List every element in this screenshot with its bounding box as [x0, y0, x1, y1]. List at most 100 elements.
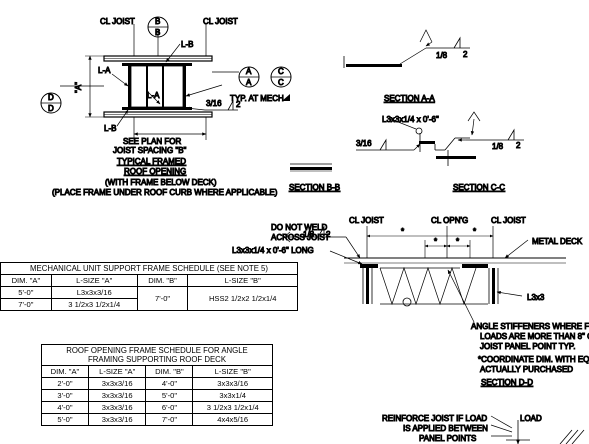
reinforce-note-2: IS APPLIED BETWEEN: [403, 424, 488, 433]
section-bb-title: SECTION B-B: [289, 183, 340, 192]
section-dd-angle-label: L3x3x1/4 x 0'-6" LONG: [232, 246, 314, 255]
table-cell: 3x3x3/16: [87, 377, 147, 390]
table-cell: L3x3x3/16: [50, 286, 138, 299]
reinforce-note-1: REINFORCE JOIST IF LOAD: [382, 414, 487, 423]
table-cell: 3x3x1/4: [192, 389, 273, 402]
roof-schedule-title-line-2: FRAMING SUPPORTING ROOF DECK: [87, 355, 227, 364]
header-cell: DIM. "A": [41, 365, 89, 378]
cl-joist-right-label: CL JOIST: [203, 17, 238, 26]
typical-framed-title: TYPICAL FRAMED: [117, 157, 186, 166]
table-cell: 4x4x5/16: [192, 413, 273, 426]
with-frame-note: (WITH FRAME BELOW DECK): [105, 178, 217, 187]
section-cc-angle-label: L3x3x1/4 x 0'-6": [382, 115, 439, 124]
dim-a-label: "A": [74, 82, 83, 93]
table-cell: 7'-0": [0, 298, 52, 311]
place-frame-note: (PLACE FRAME UNDER ROOF CURB WHERE APPLI…: [52, 188, 278, 197]
table-cell: 5'-0": [41, 413, 89, 426]
section-d-bubble-top: D: [48, 93, 54, 102]
coord-star-4: *: [456, 237, 459, 246]
coordinate-note-1: *COORDINATE DIM. WITH EQUIPMENT: [478, 355, 589, 364]
table-cell: 3x3x3/16: [192, 377, 273, 390]
see-plan-label-2: JOIST SPACING "B": [113, 146, 187, 155]
header-cell: L-SIZE "A": [50, 274, 138, 287]
coord-star-1: *: [401, 227, 404, 236]
load-label: LOAD: [520, 414, 542, 423]
section-aa-drawing: [343, 29, 470, 68]
header-cell: L-SIZE "B": [192, 365, 273, 378]
roof-opening-plan: [40, 16, 292, 140]
see-plan-label-1: SEE PLAN FOR: [123, 137, 181, 146]
section-aa-title: SECTION A-A: [384, 94, 435, 103]
table-cell: 3 1/2x3 1/2x1/4: [50, 298, 138, 311]
mech-frame-schedule: MECHANICAL UNIT SUPPORT FRAME SCHEDULE (…: [0, 262, 298, 311]
do-not-weld-label-1: DO NOT WELD: [271, 223, 328, 232]
table-cell: 3x3x3/16: [87, 413, 147, 426]
metal-deck-label: METAL DECK: [532, 237, 583, 246]
table-cell: 6'-0": [145, 401, 194, 414]
table-cell: 5'-0": [145, 389, 194, 402]
table-row: 3'-0" 3x3x3/16 5'-0" 3x3x1/4: [41, 389, 273, 402]
coordinate-note-2: ACTUALLY PURCHASED: [480, 365, 573, 374]
stiffener-note-1: ANGLE STIFFENERS WHERE FRAME: [471, 322, 589, 331]
table-cell: 3x3x3/16: [87, 401, 147, 414]
do-not-weld-label-2: ACROSS JOIST: [271, 233, 330, 242]
la-left-label: L-A: [98, 66, 111, 75]
table-row: 5'-0" 3x3x3/16 7'-0" 4x4x5/16: [41, 413, 273, 426]
mech-schedule-header-row: DIM. "A" L-SIZE "A" DIM. "B" L-SIZE "B": [0, 274, 298, 287]
section-c-bubble-top: C: [278, 67, 284, 76]
table-row: 5'-0" L3x3x3/16 7'-0" HSS2 1/2x2 1/2x1/4: [0, 286, 298, 311]
weld-length-label: 2: [236, 100, 241, 109]
section-a-bubble-top: A: [246, 67, 252, 76]
section-a-bubble-bottom: A: [246, 78, 252, 87]
weld-size-label: 3/16: [206, 99, 222, 108]
section-dd-drawing: [283, 225, 566, 323]
header-cell: DIM. "A": [0, 274, 52, 287]
table-cell: 4'-0": [145, 377, 194, 390]
section-c-bubble-bottom: C: [278, 78, 284, 87]
section-d-bubble-bottom: D: [48, 104, 54, 113]
section-b-bubble-top: B: [155, 17, 160, 26]
reinforce-joist-drawing: [490, 415, 585, 444]
l3x3-label: L3x3: [527, 293, 545, 302]
section-bb-drawing: [290, 163, 332, 172]
mech-schedule-title: MECHANICAL UNIT SUPPORT FRAME SCHEDULE (…: [0, 262, 298, 274]
table-row: 4'-0" 3x3x3/16 6'-0" 3 1/2x3 1/2x1/4: [41, 401, 273, 414]
section-cc-weld-length: 2: [516, 141, 521, 150]
table-cell: 7'-0": [145, 413, 194, 426]
table-row: 2'-0" 3x3x3/16 4'-0" 3x3x3/16: [41, 377, 273, 390]
table-cell: 3x3x3/16: [87, 389, 147, 402]
header-cell: L-SIZE "B": [187, 274, 298, 287]
section-aa-weld-size: 1/8: [436, 51, 448, 60]
roof-schedule-header-row: DIM. "A" L-SIZE "A" DIM. "B" L-SIZE "B": [41, 365, 273, 378]
table-cell: 3 1/2x3 1/2x1/4: [192, 401, 273, 414]
cl-joist-left-label: CL JOIST: [100, 17, 135, 26]
section-dd-cl-opening: CL OPN'G: [431, 216, 468, 225]
table-row: 7'-0" 3 1/2x3 1/2x1/4: [0, 298, 298, 311]
section-cc-weld-size-2: 1/8: [492, 142, 504, 151]
stiffener-note-2: LOADS ARE MORE THAN 8" OFF: [480, 332, 589, 341]
section-cc-title: SECTION C-C: [453, 183, 505, 192]
section-cc-weld-size: 3/16: [356, 139, 372, 148]
la-center-label: L-A: [147, 91, 160, 100]
coord-star-2: *: [473, 227, 476, 236]
section-dd-weld-length: 2: [326, 230, 331, 239]
stiffener-note-3: JOIST PANEL POINT TYP.: [480, 342, 575, 351]
roof-schedule-title-line-1: ROOF OPENING FRAME SCHEDULE FOR ANGLE: [66, 346, 248, 355]
typ-at-mech-label: TYP. AT MECH: [230, 94, 284, 103]
lb-bottom-label: L-B: [104, 124, 116, 133]
table-cell: HSS2 1/2x2 1/2x1/4: [187, 286, 298, 311]
lb-top-label: L-B: [181, 40, 193, 49]
header-cell: DIM. "B": [145, 365, 194, 378]
table-cell: 7'-0": [136, 286, 189, 311]
section-aa-weld-length: 2: [463, 50, 468, 59]
section-dd-cl-joist-left: CL JOIST: [349, 216, 384, 225]
table-cell: 5'-0": [0, 286, 52, 299]
section-dd-cl-joist-right: CL JOIST: [491, 216, 526, 225]
section-b-bubble-bottom: B: [155, 28, 160, 37]
section-dd-weld-size: 1/8: [303, 230, 315, 239]
roof-opening-title: ROOF OPENING: [124, 167, 186, 176]
table-cell: 2'-0": [41, 377, 89, 390]
